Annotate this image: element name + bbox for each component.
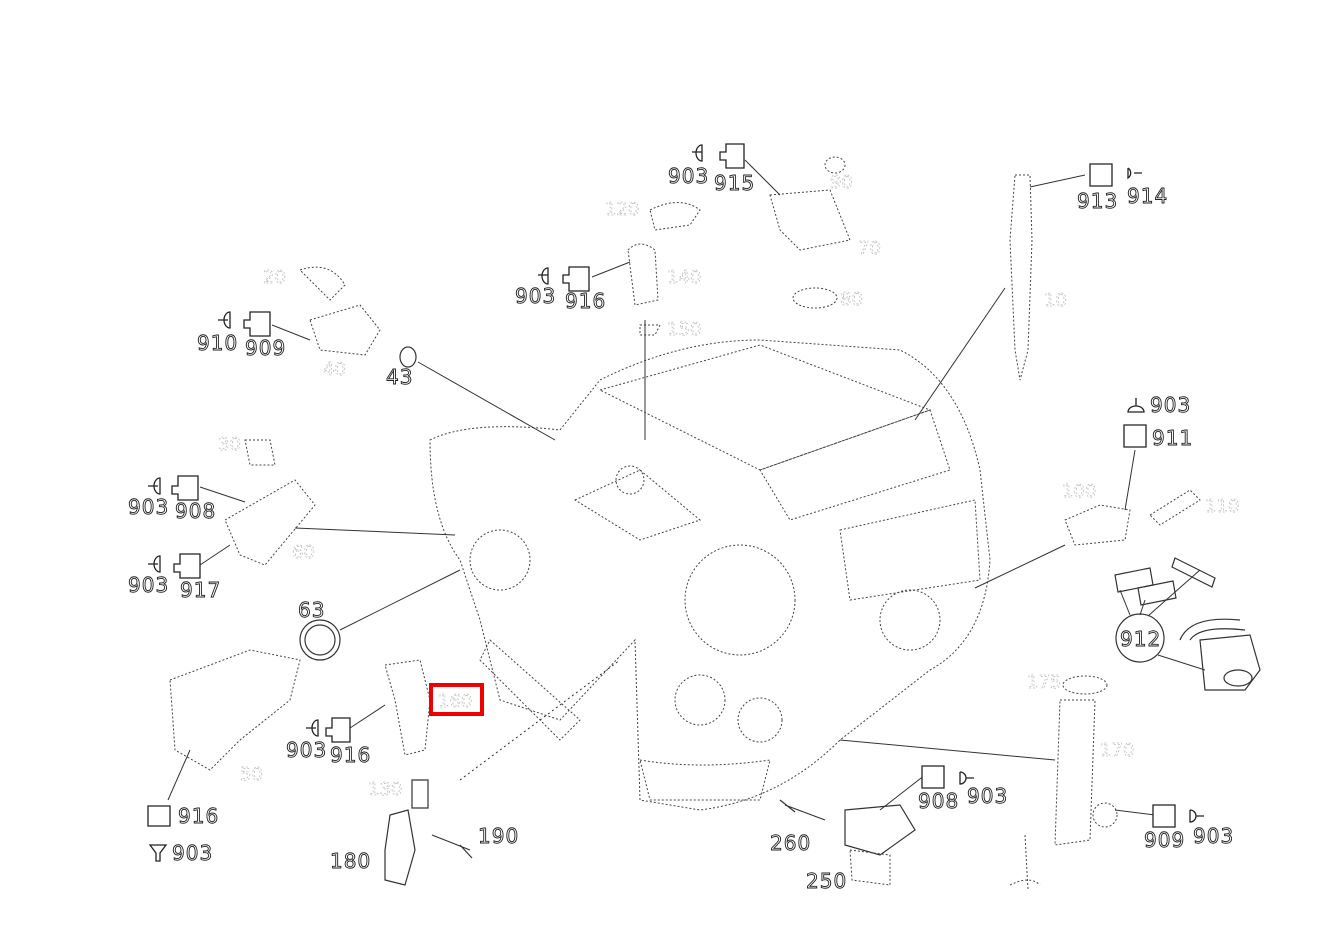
- socket-icon: [173, 553, 201, 579]
- socket-icon: [1089, 163, 1113, 187]
- socket-icon: [147, 805, 171, 827]
- plug-icon: [538, 267, 549, 285]
- callout-917[interactable]: 917: [180, 578, 221, 603]
- socket-icon: [243, 311, 271, 337]
- plug-icon: [148, 477, 161, 495]
- callout-260[interactable]: 260: [770, 831, 811, 856]
- faded-callout[interactable]: 170: [1100, 740, 1135, 762]
- faded-callout[interactable]: 70: [858, 238, 882, 260]
- socket-icon: [1123, 424, 1147, 448]
- faded-callout[interactable]: 40: [323, 359, 347, 381]
- highlighted-callout[interactable]: 160: [429, 683, 484, 716]
- faded-callout[interactable]: 90: [830, 172, 854, 194]
- faded-callout[interactable]: 110: [1205, 496, 1240, 518]
- faded-callout[interactable]: 80: [840, 289, 864, 311]
- callout-903[interactable]: 903: [128, 495, 169, 520]
- callout-916[interactable]: 916: [565, 289, 606, 314]
- faded-callout[interactable]: 175: [1027, 672, 1062, 694]
- plug-icon: [148, 844, 168, 862]
- faded-callout[interactable]: 50: [240, 764, 264, 786]
- parts: [169, 156, 1261, 891]
- plug-icon: [1189, 809, 1204, 823]
- callout-903[interactable]: 903: [1193, 824, 1234, 849]
- callout-250[interactable]: 250: [806, 869, 847, 894]
- callout-910[interactable]: 910: [197, 331, 238, 356]
- callout-903[interactable]: 903: [967, 784, 1008, 809]
- plug-icon: [1127, 398, 1145, 413]
- socket-icon: [719, 143, 745, 169]
- socket-icon: [921, 765, 945, 789]
- faded-callout[interactable]: 150: [667, 319, 702, 341]
- faded-callout[interactable]: 60: [292, 542, 316, 564]
- callout-43[interactable]: 43: [386, 365, 413, 390]
- plug-icon: [1127, 167, 1142, 180]
- plug-icon: [692, 144, 703, 162]
- faded-labels: 120 90 70 80 140 150 10 20 40 30 60 110 …: [218, 172, 1240, 801]
- highlighted-callout-label[interactable]: 160: [438, 691, 473, 713]
- socket-icon: [1152, 804, 1176, 828]
- faded-callout[interactable]: 140: [667, 267, 702, 289]
- plug-icon: [306, 719, 319, 737]
- faded-callout[interactable]: 30: [218, 434, 242, 456]
- socket-icon: [325, 717, 351, 743]
- callout-903[interactable]: 903: [515, 284, 556, 309]
- callout-912[interactable]: 912: [1120, 627, 1161, 652]
- faded-callout[interactable]: 130: [368, 779, 403, 801]
- callout-914[interactable]: 914: [1127, 184, 1168, 209]
- callout-916[interactable]: 916: [178, 804, 219, 829]
- callout-909[interactable]: 909: [1144, 828, 1185, 853]
- callout-909[interactable]: 909: [245, 336, 286, 361]
- faded-callout[interactable]: 120: [605, 199, 640, 221]
- callout-180[interactable]: 180: [330, 849, 371, 874]
- socket-icon: [171, 475, 199, 501]
- callout-190[interactable]: 190: [478, 824, 519, 849]
- callout-911[interactable]: 911: [1152, 426, 1193, 451]
- callout-903[interactable]: 903: [172, 841, 213, 866]
- callout-908[interactable]: 908: [175, 499, 216, 524]
- faded-callout[interactable]: 20: [263, 267, 287, 289]
- callout-915[interactable]: 915: [714, 171, 755, 196]
- plug-icon: [959, 771, 974, 785]
- callout-903[interactable]: 903: [286, 738, 327, 763]
- callout-903[interactable]: 903: [668, 164, 709, 189]
- faded-callout[interactable]: 100: [1062, 481, 1097, 503]
- connector-symbols: [147, 143, 1204, 862]
- callout-913[interactable]: 913: [1077, 189, 1118, 214]
- callout-903[interactable]: 903: [128, 573, 169, 598]
- callout-63[interactable]: 63: [298, 598, 325, 623]
- callout-903[interactable]: 903: [1150, 393, 1191, 418]
- plug-icon: [148, 555, 161, 573]
- engine-assembly: [429, 339, 991, 811]
- callout-916[interactable]: 916: [330, 743, 371, 768]
- callout-908[interactable]: 908: [918, 789, 959, 814]
- leader-lines: [167, 159, 1206, 816]
- callout-labels: 903 915 913 914 903 916 910 909 43 903 9…: [128, 164, 1234, 894]
- faded-callout[interactable]: 10: [1044, 290, 1068, 312]
- socket-icon: [562, 266, 590, 292]
- plug-icon: [218, 311, 231, 329]
